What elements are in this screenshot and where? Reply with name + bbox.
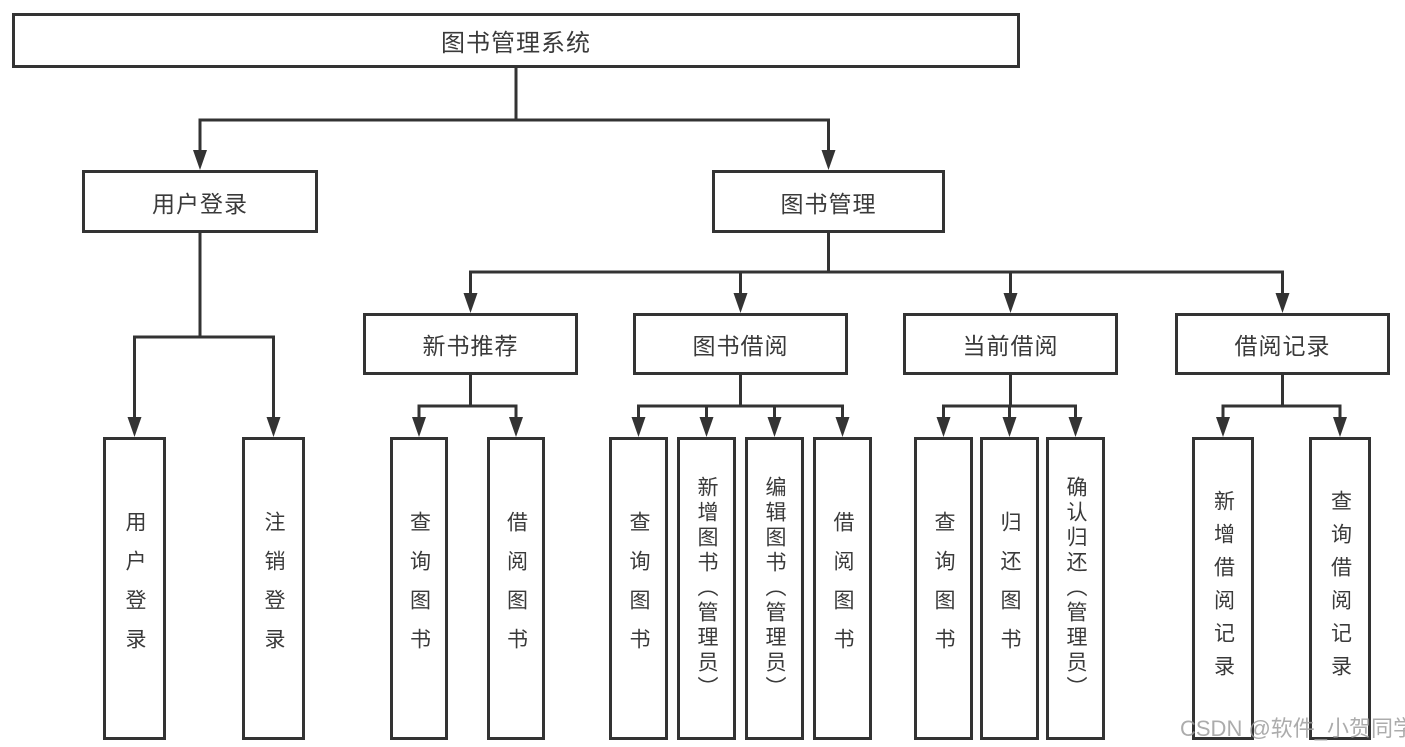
arrow-down-icon: [193, 150, 207, 170]
arrow-down-icon: [1002, 417, 1017, 437]
node-query-books-current: 查询图书: [914, 437, 973, 740]
node-add-borrow-record: 新增借阅记录: [1192, 437, 1254, 740]
node-current-borrowing: 当前借阅: [903, 313, 1118, 375]
node-library-management-system: 图书管理系统: [12, 13, 1020, 68]
node-label: 用户登录: [152, 190, 248, 217]
node-label: 借阅图书: [504, 510, 528, 667]
node-query-books-borrow: 查询图书: [609, 437, 668, 740]
arrow-down-icon: [463, 293, 478, 313]
node-label: 查询图书: [932, 510, 955, 667]
node-label: 图书管理系统: [441, 30, 591, 57]
arrow-down-icon: [699, 417, 714, 437]
node-label: 用户登录: [123, 510, 146, 667]
node-label: 新增图书（管理员）: [695, 476, 718, 701]
arrow-down-icon: [1275, 293, 1290, 313]
node-user-login: 用户登录: [103, 437, 166, 740]
node-label: 当前借阅: [962, 333, 1059, 359]
node-label: 图书借阅: [692, 333, 789, 359]
node-label: 借阅记录: [1234, 333, 1331, 359]
arrow-down-icon: [821, 150, 836, 170]
node-label: 编辑图书（管理员）: [763, 476, 786, 701]
arrow-down-icon: [835, 417, 850, 437]
node-label: 查询图书: [627, 510, 650, 667]
node-label: 归还图书: [998, 510, 1021, 667]
arrow-down-icon: [1216, 417, 1230, 437]
csdn-watermark: CSDN @软件_小贺同学: [1180, 716, 1405, 741]
node-query-borrow-record: 查询借阅记录: [1309, 437, 1371, 740]
arrow-down-icon: [1003, 293, 1018, 313]
node-book-management-branch: 图书管理: [712, 170, 945, 233]
arrow-down-icon: [266, 417, 281, 437]
arrow-down-icon: [509, 417, 523, 437]
arrow-down-icon: [936, 417, 951, 437]
node-borrow-books-recommend: 借阅图书: [487, 437, 545, 740]
node-borrowing-records: 借阅记录: [1175, 313, 1390, 375]
arrow-down-icon: [733, 293, 748, 313]
node-query-books-recommend: 查询图书: [390, 437, 448, 740]
arrow-down-icon: [1333, 417, 1347, 437]
node-label: 新书推荐: [422, 333, 519, 359]
arrow-down-icon: [127, 417, 142, 437]
node-label: 查询图书: [407, 510, 431, 667]
node-return-book: 归还图书: [980, 437, 1039, 740]
node-label: 新增借阅记录: [1211, 489, 1235, 688]
node-edit-book-admin: 编辑图书（管理员）: [745, 437, 804, 740]
arrow-down-icon: [1068, 417, 1083, 437]
node-user-login-branch: 用户登录: [82, 170, 318, 233]
node-label: 借阅图书: [831, 510, 854, 667]
node-label: 确认归还（管理员）: [1064, 476, 1087, 701]
node-confirm-return-admin: 确认归还（管理员）: [1046, 437, 1105, 740]
node-book-borrowing: 图书借阅: [633, 313, 848, 375]
node-borrow-books: 借阅图书: [813, 437, 872, 740]
node-logout: 注销登录: [242, 437, 305, 740]
arrow-down-icon: [631, 417, 646, 437]
node-label: 图书管理: [780, 190, 877, 217]
arrow-down-icon: [412, 417, 426, 437]
node-label: 注销登录: [262, 510, 285, 667]
node-label: 查询借阅记录: [1328, 489, 1352, 688]
node-add-book-admin: 新增图书（管理员）: [677, 437, 736, 740]
arrow-down-icon: [767, 417, 782, 437]
node-new-book-recommend: 新书推荐: [363, 313, 578, 375]
